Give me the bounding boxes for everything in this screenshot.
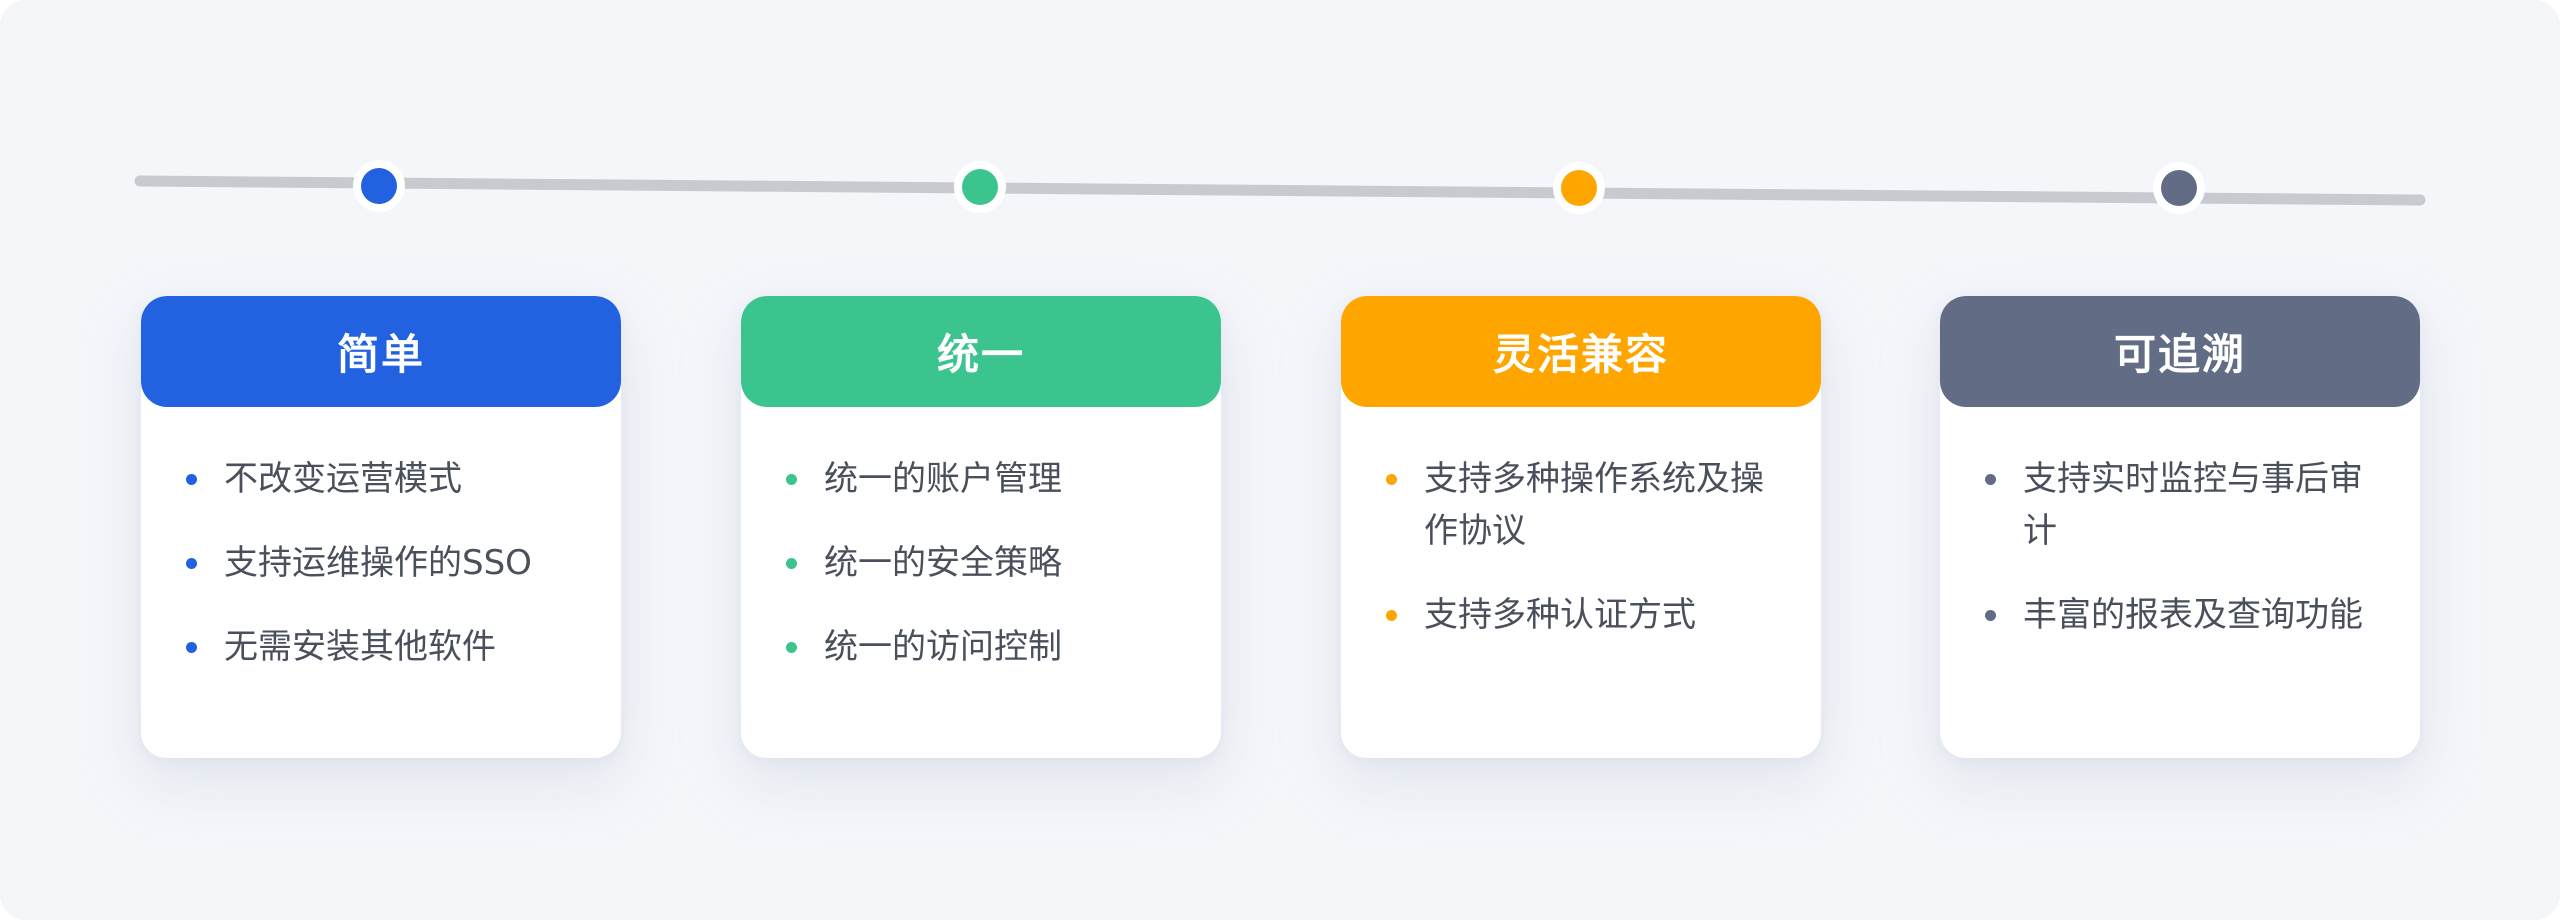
card-simple: 简单 不改变运营模式 支持运维操作的SSO 无需安装其他软件 [141,296,621,758]
list-item: 无需安装其他软件 [186,621,581,673]
bullet-icon [186,474,197,485]
list-item: 统一的安全策略 [786,537,1181,589]
list-item: 支持实时监控与事后审计 [1985,453,2380,557]
list-item: 支持多种认证方式 [1386,589,1781,641]
list-item-text: 统一的安全策略 [824,543,1062,583]
list-item-text: 支持实时监控与事后审计 [2023,459,2363,551]
list-item-text: 支持多种操作系统及操作协议 [1424,459,1764,551]
card-traceable-list: 支持实时监控与事后审计 丰富的报表及查询功能 [1940,407,2420,641]
bullet-icon [1386,610,1397,621]
list-item: 统一的账户管理 [786,453,1181,505]
list-item: 支持运维操作的SSO [186,537,581,589]
list-item-text: 不改变运营模式 [224,459,462,499]
timeline-node-simple [361,168,397,204]
card-traceable: 可追溯 支持实时监控与事后审计 丰富的报表及查询功能 [1940,296,2420,758]
list-item-text: 统一的访问控制 [824,627,1062,667]
card-unified: 统一 统一的账户管理 统一的安全策略 统一的访问控制 [741,296,1221,758]
timeline-node-unified [962,169,998,205]
card-flexible-title: 灵活兼容 [1341,296,1821,407]
card-unified-title: 统一 [741,296,1221,407]
list-item: 统一的访问控制 [786,621,1181,673]
list-item: 不改变运营模式 [186,453,581,505]
list-item: 支持多种操作系统及操作协议 [1386,453,1781,557]
list-item-text: 支持多种认证方式 [1424,595,1696,635]
timeline-node-traceable [2161,170,2197,206]
timeline-track [134,175,2426,206]
bullet-icon [786,642,797,653]
list-item-text: 丰富的报表及查询功能 [2023,595,2363,635]
bullet-icon [786,558,797,569]
bullet-icon [786,474,797,485]
list-item-text: 无需安装其他软件 [224,627,496,667]
bullet-icon [1985,610,1996,621]
card-flexible: 灵活兼容 支持多种操作系统及操作协议 支持多种认证方式 [1341,296,1821,758]
bullet-icon [186,642,197,653]
card-flexible-list: 支持多种操作系统及操作协议 支持多种认证方式 [1341,407,1821,641]
list-item-text: 统一的账户管理 [824,459,1062,499]
card-simple-list: 不改变运营模式 支持运维操作的SSO 无需安装其他软件 [141,407,621,673]
list-item-text: 支持运维操作的SSO [224,543,532,583]
card-traceable-title: 可追溯 [1940,296,2420,407]
timeline [134,160,2426,214]
bullet-icon [1386,474,1397,485]
timeline-node-flexible [1561,170,1597,206]
bullet-icon [186,558,197,569]
list-item: 丰富的报表及查询功能 [1985,589,2380,641]
bullet-icon [1985,474,1996,485]
card-unified-list: 统一的账户管理 统一的安全策略 统一的访问控制 [741,407,1221,673]
card-simple-title: 简单 [141,296,621,407]
